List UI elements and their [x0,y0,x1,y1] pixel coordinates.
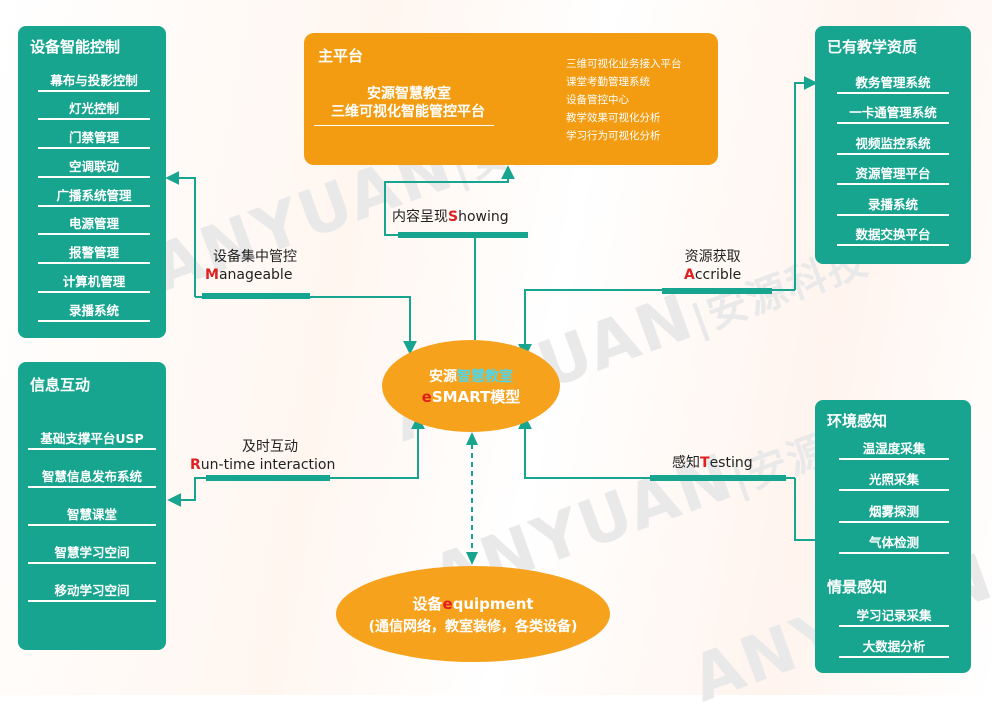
teaching-resource-item: 视频监控系统 [837,131,949,155]
flow-manageable-bar [202,293,310,299]
flow-testing-bar [650,475,786,481]
flow-accrible-bar [662,288,772,294]
scene-sensing-item: 学习记录采集 [839,603,949,627]
device-control-item: 报警管理 [38,240,150,264]
main-platform-name-2: 三维可视化智能管控平台 [331,104,485,120]
device-control-item: 广播系统管理 [38,183,150,207]
scene-sensing-title: 情景感知 [827,578,888,596]
main-platform-underline [314,125,494,126]
info-interaction-panel: 信息互动 基础支撑平台USP 智慧信息发布系统 智慧课堂 智慧学习空间 移动学习… [18,362,166,650]
main-platform-name-1: 安源智慧教室 [367,86,451,102]
environment-sensing-item: 气体检测 [839,530,949,554]
teaching-resource-item: 资源管理平台 [837,161,949,185]
esmart-model: eSMART模型 [421,387,521,406]
info-interaction-item: 移动学习空间 [28,578,156,602]
info-interaction-item: 智慧学习空间 [28,540,156,564]
device-control-item: 计算机管理 [38,269,150,293]
device-control-panel: 设备智能控制 幕布与投影控制 灯光控制 门禁管理 空调联动 广播系统管理 电源管… [18,26,166,338]
device-control-item: 录播系统 [38,298,150,322]
flow-runtime-bar [206,475,330,481]
flow-accrible: 资源获取 Accrible [684,249,742,283]
info-interaction-item: 智慧信息发布系统 [28,464,156,488]
device-control-item: 电源管理 [38,211,150,235]
feature-item: 学习行为可视化分析 [566,130,661,142]
esmart-title: 安源智慧教室 [429,368,513,385]
flow-testing: 感知Testing [672,455,753,471]
info-interaction-title: 信息互动 [30,376,91,394]
flow-manageable: 设备集中管控 Manageable [205,249,297,283]
flow-runtime: 及时互动 Run-time interaction [190,439,336,473]
device-control-item: 幕布与投影控制 [38,68,150,92]
equipment-ellipse: 设备equipment (通信网络，教室装修，各类设备) [336,566,610,662]
main-platform-title: 主平台 [318,47,364,65]
device-control-item: 门禁管理 [38,125,150,149]
environment-sensing-item: 烟雾探测 [839,499,949,523]
environment-sensing-item: 光照采集 [839,467,949,491]
sensing-panel: 环境感知 温湿度采集 光照采集 烟雾探测 气体检测 情景感知 学习记录采集 大数… [815,400,971,673]
feature-item: 课堂考勤管理系统 [566,76,650,88]
device-control-item: 空调联动 [38,154,150,178]
flow-showing: 内容呈现Showing [392,209,509,225]
teaching-resources-panel: 已有教学资质 教务管理系统 一卡通管理系统 视频监控系统 资源管理平台 录播系统… [815,26,971,264]
teaching-resource-item: 录播系统 [837,192,949,216]
device-control-title: 设备智能控制 [30,38,121,56]
teaching-resource-item: 数据交换平台 [837,222,949,246]
teaching-resources-title: 已有教学资质 [827,38,918,56]
equipment-subtitle: (通信网络，教室装修，各类设备) [368,618,578,635]
info-interaction-item: 智慧课堂 [28,502,156,526]
feature-item: 三维可视化业务接入平台 [566,58,682,70]
teaching-resource-item: 一卡通管理系统 [837,100,949,124]
main-platform-box: 主平台 安源智慧教室 三维可视化智能管控平台 三维可视化业务接入平台 课堂考勤管… [304,33,718,165]
main-platform-features: 三维可视化业务接入平台 课堂考勤管理系统 设备管控中心 教学效果可视化分析 学习… [566,55,682,145]
teaching-resource-item: 教务管理系统 [837,70,949,94]
environment-sensing-item: 温湿度采集 [839,436,949,460]
flow-showing-bar [398,232,528,238]
environment-sensing-title: 环境感知 [827,412,888,430]
feature-item: 教学效果可视化分析 [566,112,661,124]
feature-item: 设备管控中心 [566,94,629,106]
equipment-title: 设备equipment [412,594,534,613]
esmart-model-ellipse: 安源智慧教室 eSMART模型 [382,340,560,432]
info-interaction-item: 基础支撑平台USP [28,426,156,450]
device-control-item: 灯光控制 [38,96,150,120]
scene-sensing-item: 大数据分析 [839,634,949,658]
